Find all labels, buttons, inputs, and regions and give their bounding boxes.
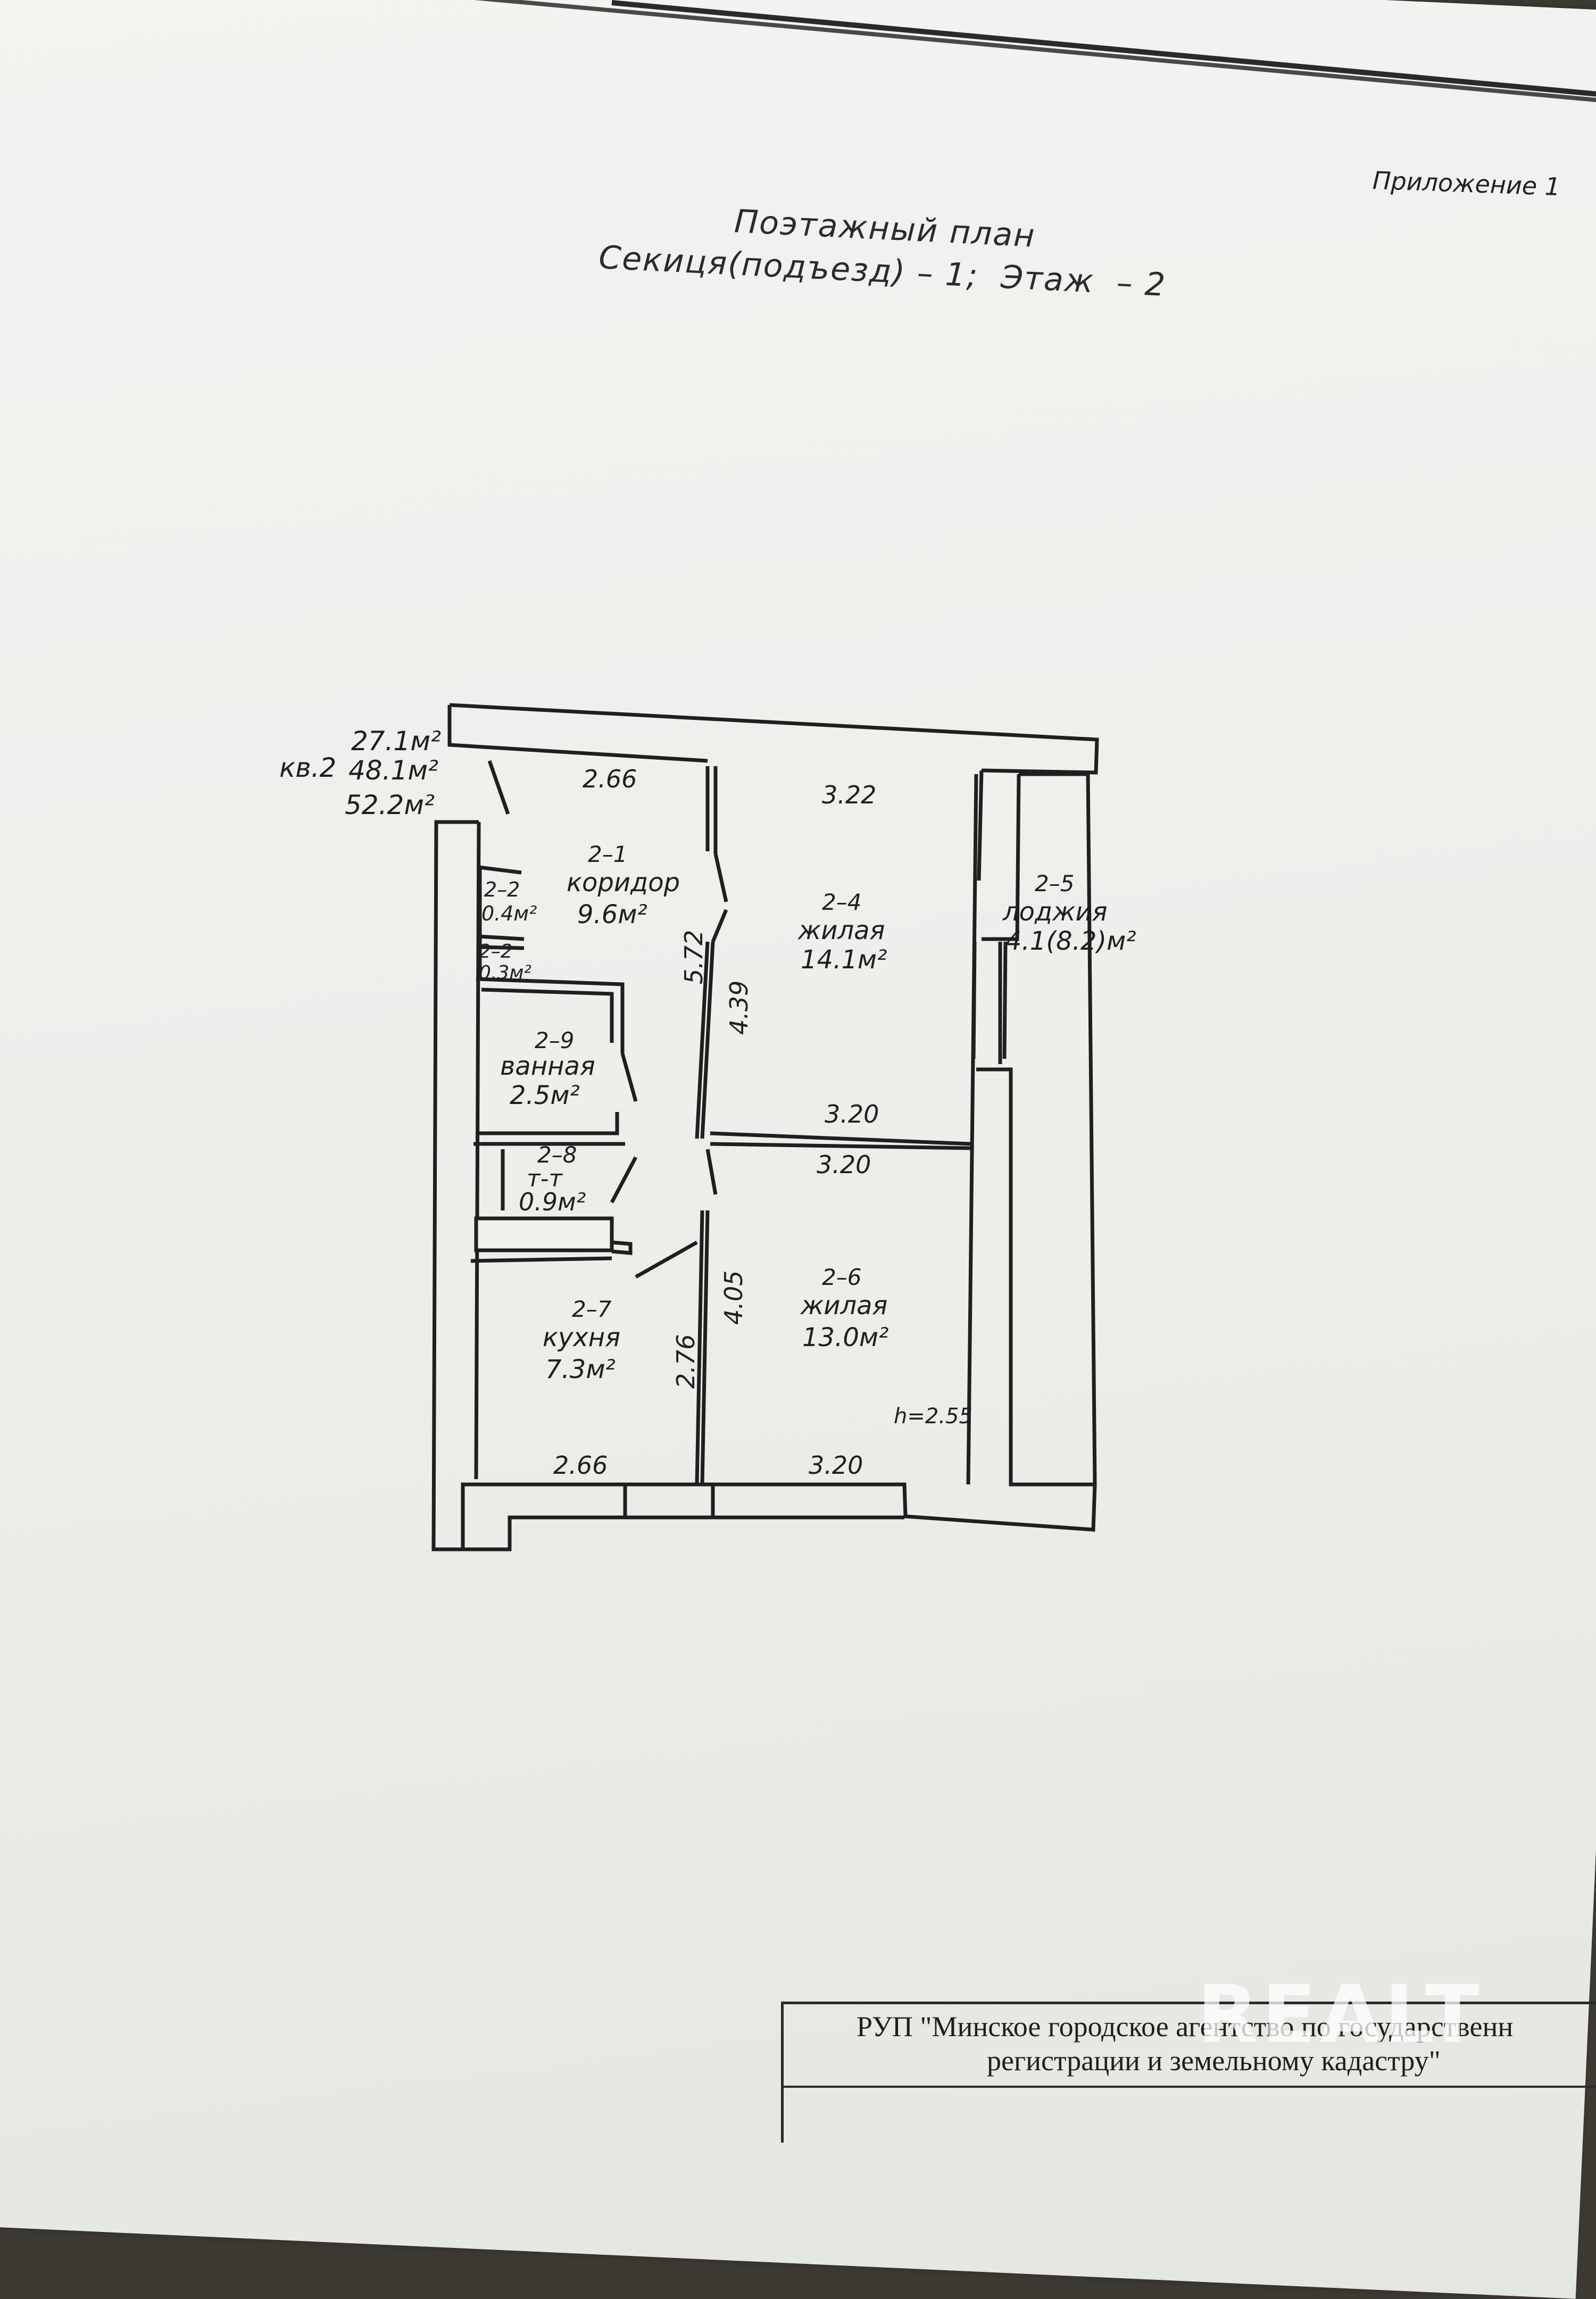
room-2-4-name: жилая bbox=[797, 916, 885, 945]
room-2-8-area: 0.9м² bbox=[519, 1188, 586, 1216]
dim-room6-length: 4.05 bbox=[719, 1271, 748, 1325]
agency-name-line-1: РУП "Минское городское агентство по госу… bbox=[857, 2011, 1514, 2043]
room-2-2a-area: 0.4м² bbox=[481, 902, 537, 925]
dim-kitchen-length: 2.76 bbox=[671, 1334, 700, 1389]
room-2-4-code: 2–4 bbox=[822, 889, 861, 915]
ceiling-height: h=2.55 bbox=[894, 1404, 972, 1429]
apartment-area-1: 27.1м² bbox=[351, 726, 441, 757]
room-2-6-area: 13.0м² bbox=[802, 1323, 888, 1352]
room-2-5-code: 2–5 bbox=[1035, 870, 1074, 897]
title-block-frame bbox=[781, 2002, 1596, 2143]
dim-room4-bottom: 3.20 bbox=[825, 1100, 879, 1128]
dim-bottom-left: 2.66 bbox=[553, 1451, 608, 1480]
room-2-7-area: 7.3м² bbox=[545, 1355, 616, 1384]
dim-bottom-right: 3.20 bbox=[809, 1451, 863, 1480]
room-2-9-area: 2.5м² bbox=[510, 1081, 580, 1110]
room-2-8-code: 2–8 bbox=[537, 1142, 577, 1168]
loggia-wall bbox=[976, 772, 1097, 1487]
room-2-7-name: кухня bbox=[543, 1323, 620, 1352]
room-2-1-code: 2–1 bbox=[588, 841, 627, 867]
room-2-9-name: ванная bbox=[500, 1051, 595, 1081]
room-2-6-name: жилая bbox=[800, 1291, 887, 1321]
room-2-7-code: 2–7 bbox=[572, 1296, 612, 1322]
agency-name-line-2: регистрации и земельному кадастру" bbox=[987, 2045, 1441, 2077]
room-2-4-area: 14.1м² bbox=[801, 945, 887, 975]
dim-room4-length: 4.39 bbox=[725, 981, 753, 1035]
title-block-divider bbox=[781, 2086, 1596, 2088]
dim-room6-top: 3.20 bbox=[817, 1150, 871, 1179]
dim-corridor-length: 5.72 bbox=[679, 930, 708, 984]
apartment-label: кв.2 bbox=[279, 752, 336, 783]
apartment-area-2: 48.1м² bbox=[348, 755, 438, 786]
floor-plan: 27.1м² кв.2 48.1м² 52.2м² 2.66 3.22 5.72… bbox=[279, 703, 1136, 1551]
room-2-8-name: т-т bbox=[527, 1165, 563, 1192]
outer-wall-left bbox=[431, 820, 479, 1551]
room-2-9-code: 2–9 bbox=[535, 1027, 574, 1053]
room-2-2b-area: 0.3м² bbox=[479, 962, 531, 984]
room-2-5-area: 4.1(8.2)м² bbox=[1005, 926, 1136, 956]
outer-wall-top bbox=[449, 703, 1099, 775]
room-2-1-name: коридор bbox=[567, 868, 680, 898]
realt-watermark: REALT bbox=[1197, 1969, 1483, 2061]
room-2-6-code: 2–6 bbox=[822, 1264, 861, 1290]
outer-wall-bottom bbox=[473, 1482, 1097, 1532]
room-2-2b-code: 2–2 bbox=[479, 941, 513, 962]
apartment-area-3: 52.2м² bbox=[345, 790, 435, 820]
dim-top-left: 2.66 bbox=[583, 765, 637, 793]
room-2-5-name: лоджия bbox=[1002, 897, 1108, 927]
room-2-2a-code: 2–2 bbox=[484, 878, 520, 901]
room-2-1-area: 9.6м² bbox=[577, 900, 647, 929]
dim-top-right: 3.22 bbox=[822, 781, 876, 809]
